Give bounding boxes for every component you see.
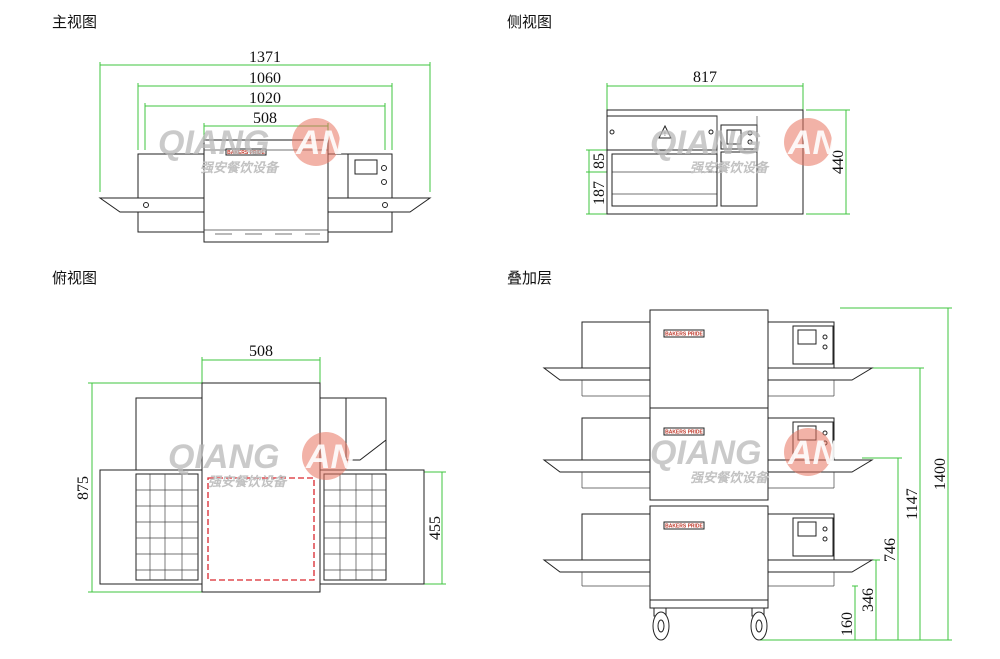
stack-dim-1400: 1400	[932, 458, 949, 490]
stack-dim-346: 346	[860, 588, 877, 612]
svg-text:强安餐饮设备: 强安餐饮设备	[208, 474, 288, 490]
watermark-top: QIANG AN 强安餐饮设备	[168, 432, 357, 490]
front-knob-top	[381, 165, 387, 171]
front-dim-508: 508	[253, 110, 277, 127]
front-view: 1371 1060 1020 508 BAKERS PRIDE	[98, 49, 432, 243]
caster-wheel-icon	[652, 607, 670, 641]
svg-text:BAKERS PRIDE: BAKERS PRIDE	[665, 524, 703, 530]
top-baking-zone-outline	[207, 477, 315, 581]
side-oven-body	[606, 109, 804, 215]
svg-text:QIANG: QIANG	[650, 124, 761, 162]
stack-stand-base	[649, 599, 769, 609]
watermark-front: QIANG AN 强安餐饮设备	[158, 118, 347, 176]
warning-triangle-icon	[658, 124, 672, 139]
front-display-screen	[354, 159, 378, 175]
side-dimensions	[586, 83, 850, 215]
top-view-title: 俯视图	[52, 269, 97, 287]
stack-dim-160: 160	[839, 612, 856, 636]
watermark-stack: QIANG AN 强安餐饮设备	[650, 428, 839, 486]
front-view-title: 主视图	[52, 13, 97, 31]
front-conveyor-left	[98, 197, 205, 213]
svg-text:BAKERS PRIDE: BAKERS PRIDE	[665, 332, 703, 338]
top-dim-455: 455	[427, 516, 444, 540]
stack-dim-1147: 1147	[904, 488, 921, 519]
svg-text:AN: AN	[305, 438, 357, 476]
svg-text:AN: AN	[787, 434, 839, 472]
stack-oven-bottom: BAKERS PRIDE	[542, 505, 874, 601]
svg-text:BAKERS PRIDE: BAKERS PRIDE	[665, 430, 703, 436]
side-view-title: 侧视图	[507, 13, 552, 31]
stack-view: 1400 1147 746 346 160 BAKERS PRIDE BAKE	[542, 307, 952, 641]
svg-text:!: !	[664, 131, 666, 138]
top-view: 508 875 455	[75, 343, 446, 593]
front-conveyor-right	[327, 197, 432, 213]
side-dim-85: 85	[591, 153, 608, 169]
svg-text:强安餐饮设备: 强安餐饮设备	[690, 160, 770, 176]
front-dim-1371: 1371	[249, 49, 281, 66]
svg-text:强安餐饮设备: 强安餐饮设备	[690, 470, 770, 486]
front-dim-1060: 1060	[249, 70, 281, 87]
stack-oven-top: BAKERS PRIDE	[542, 309, 874, 409]
stack-dimensions	[760, 307, 952, 641]
stack-view-title: 叠加层	[507, 269, 552, 287]
svg-text:QIANG: QIANG	[168, 438, 279, 476]
top-dim-508: 508	[249, 343, 273, 360]
top-dim-875: 875	[75, 476, 92, 500]
front-badge-text: BAKERS PRIDE	[227, 150, 265, 156]
front-badge-plate	[225, 148, 267, 156]
side-dim-817: 817	[693, 69, 717, 86]
front-knob-bottom	[381, 179, 387, 185]
side-dim-440: 440	[830, 150, 847, 174]
top-conveyor-left	[99, 469, 203, 585]
svg-text:QIANG: QIANG	[158, 124, 269, 162]
svg-text:QIANG: QIANG	[650, 434, 761, 472]
svg-text:AN: AN	[295, 124, 347, 162]
side-dim-187: 187	[591, 181, 608, 205]
caster-wheel-icon	[750, 607, 768, 641]
svg-text:强安餐饮设备: 强安餐饮设备	[200, 160, 280, 176]
watermark-side: QIANG AN 强安餐饮设备	[650, 118, 839, 176]
side-view: 817 440 85 187 !	[586, 69, 850, 215]
front-dim-1020: 1020	[249, 90, 281, 107]
stack-dim-746: 746	[882, 538, 899, 562]
svg-text:AN: AN	[787, 124, 839, 162]
